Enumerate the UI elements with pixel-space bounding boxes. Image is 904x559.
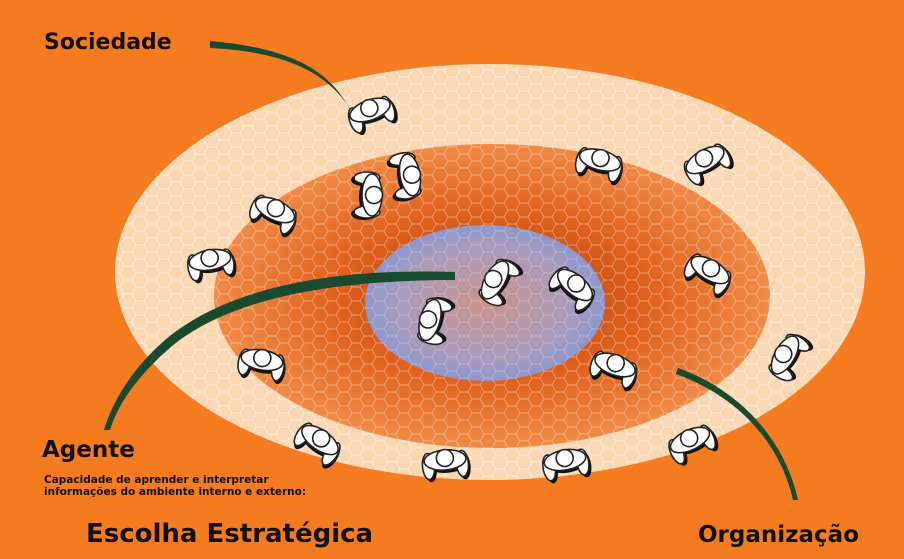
inner-circle-pattern [365,225,605,381]
label-sociedade: Sociedade [44,30,172,55]
label-agente: Agente [42,437,135,463]
label-organizacao: Organização [698,522,859,548]
label-agente-description: Capacidade de aprender e interpretar inf… [44,474,344,498]
label-escolha-estrategica: Escolha Estratégica [86,519,373,549]
